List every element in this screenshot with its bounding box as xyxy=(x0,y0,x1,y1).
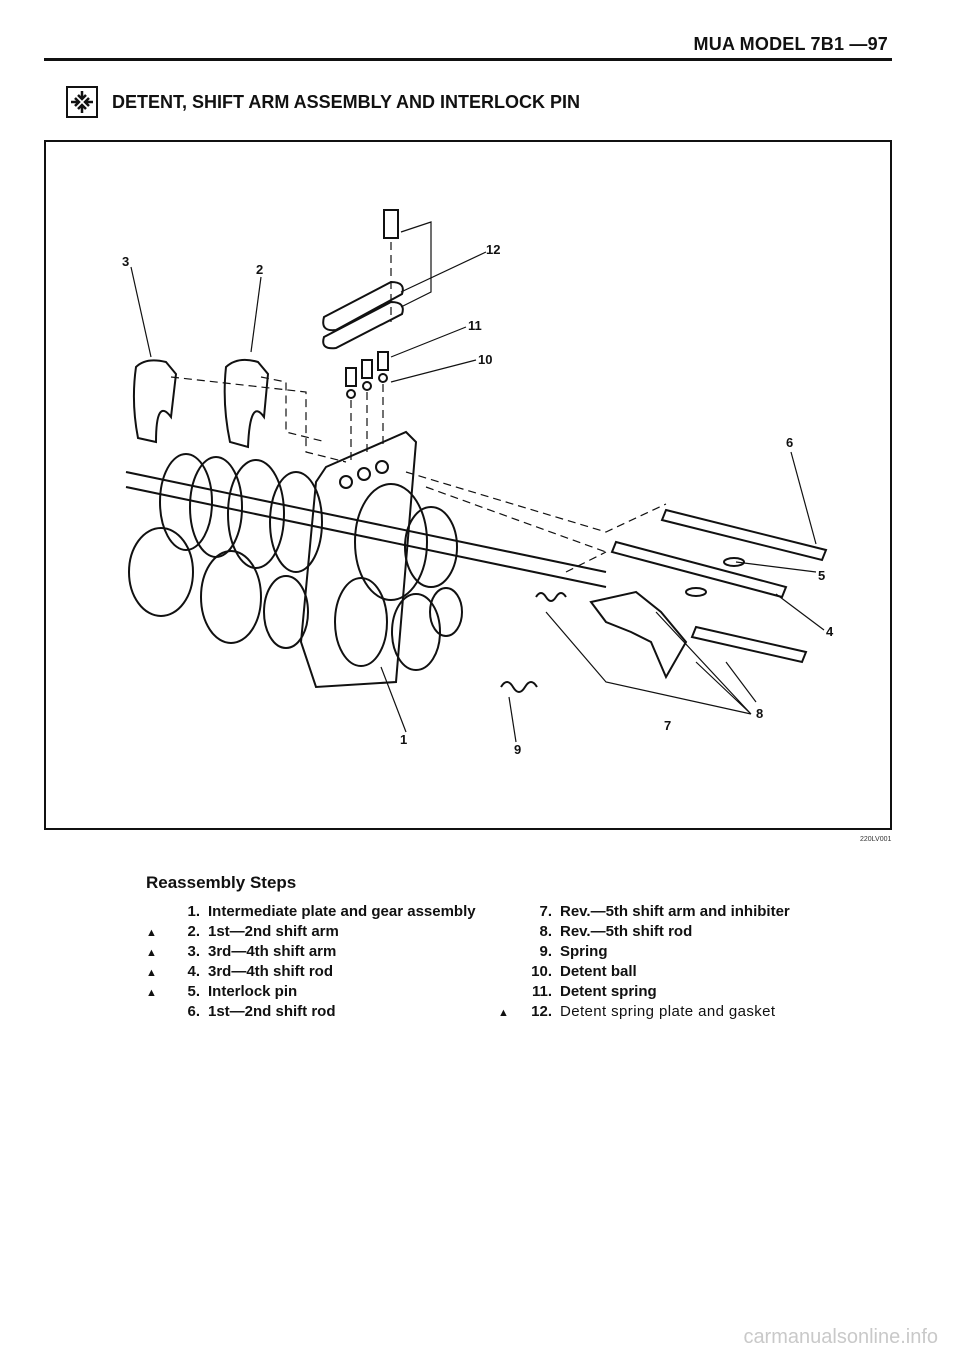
header-rule xyxy=(44,58,892,61)
step-item: 8. Rev.—5th shift rod xyxy=(498,922,790,942)
note-marker: ▲ xyxy=(146,967,157,979)
exploded-diagram: 3 2 12 11 10 6 5 4 8 7 9 1 xyxy=(44,140,892,830)
page-header: MUA MODEL 7B1 —97 xyxy=(693,34,888,54)
callout-6: 6 xyxy=(786,435,793,450)
step-label: Rev.—5th shift rod xyxy=(560,923,693,940)
shift-arm-7 xyxy=(589,590,688,680)
detent-spring-a xyxy=(345,367,357,387)
steps-title: Reassembly Steps xyxy=(146,873,297,892)
step-item: 11. Detent spring xyxy=(498,982,790,1002)
note-marker: ▲ xyxy=(146,947,157,959)
detent-ball-b xyxy=(362,381,372,391)
step-number: 11. xyxy=(531,983,552,1000)
step-label: Rev.—5th shift arm and inhibiter xyxy=(560,903,790,920)
step-label: Intermediate plate and gear assembly xyxy=(208,903,476,920)
step-item: 6. 1st—2nd shift rod xyxy=(146,1002,476,1022)
step-label: Spring xyxy=(560,943,608,960)
step-number: 6. xyxy=(187,1003,200,1020)
detent-ball-a xyxy=(346,389,356,399)
section-title: DETENT, SHIFT ARM ASSEMBLY AND INTERLOCK… xyxy=(112,92,581,112)
footer-watermark: carmanualsonline.info xyxy=(743,1326,938,1348)
step-label: Detent ball xyxy=(560,963,637,980)
interlock-pin-b xyxy=(685,587,707,597)
step-item: 10. Detent ball xyxy=(498,962,790,982)
shift-arm-2 xyxy=(223,358,270,449)
callout-4: 4 xyxy=(826,624,834,639)
callout-2: 2 xyxy=(256,262,263,277)
callout-5: 5 xyxy=(818,568,825,583)
arrows-disassembly-icon xyxy=(66,86,98,118)
callout-8: 8 xyxy=(756,706,763,721)
main-shaft xyxy=(125,471,607,588)
step-number: 7. xyxy=(539,903,552,920)
step-item: 9. Spring xyxy=(498,942,790,962)
callout-7: 7 xyxy=(664,718,671,733)
step-item: 1. Intermediate plate and gear assembly xyxy=(146,902,476,922)
bolt xyxy=(383,209,399,239)
step-number: 4. xyxy=(187,963,200,980)
interlock-pin-a xyxy=(723,557,745,567)
step-label: 1st—2nd shift arm xyxy=(208,923,339,940)
note-marker: ▲ xyxy=(498,1007,509,1019)
step-item: 7. Rev.—5th shift arm and inhibiter xyxy=(498,902,790,922)
figure-code: 220LV001 xyxy=(860,836,892,843)
step-label: Detent spring plate and gasket xyxy=(560,1003,776,1020)
callout-3: 3 xyxy=(122,254,129,269)
step-number: 5. xyxy=(187,983,200,1000)
diagram-drawing: 3 2 12 11 10 6 5 4 8 7 9 1 xyxy=(122,209,834,757)
shift-rod-4 xyxy=(610,540,788,599)
step-label: 1st—2nd shift rod xyxy=(208,1003,336,1020)
shift-rod-6 xyxy=(660,508,828,562)
note-marker: ▲ xyxy=(146,987,157,999)
detent-ball-c xyxy=(378,373,388,383)
intermediate-plate xyxy=(299,430,418,689)
step-item: ▲ 12. Detent spring plate and gasket xyxy=(498,1002,790,1022)
step-number: 3. xyxy=(187,943,200,960)
step-item: ▲ 2. 1st—2nd shift arm xyxy=(146,922,476,942)
callout-11: 11 xyxy=(468,318,482,333)
steps-left-column: 1. Intermediate plate and gear assembly ▲… xyxy=(146,902,476,1022)
steps-right-column: 7. Rev.—5th shift arm and inhibiter 8. Rev… xyxy=(498,902,790,1022)
step-item: ▲ 4. 3rd—4th shift rod xyxy=(146,962,476,982)
gear-cluster xyxy=(128,453,463,671)
step-label: Detent spring xyxy=(560,983,657,1000)
spring-shaft xyxy=(535,592,567,602)
step-item: ▲ 5. Interlock pin xyxy=(146,982,476,1002)
gasket xyxy=(322,300,404,350)
step-number: 10. xyxy=(531,963,552,980)
step-label: 3rd—4th shift rod xyxy=(208,963,334,980)
step-number: 2. xyxy=(187,923,200,940)
shift-arm-3 xyxy=(132,359,178,444)
detent-spring-b xyxy=(361,359,373,379)
step-item: ▲ 3. 3rd—4th shift arm xyxy=(146,942,476,962)
step-label: 3rd—4th shift arm xyxy=(208,943,337,960)
step-number: 8. xyxy=(539,923,552,940)
shift-rod-8 xyxy=(690,625,808,664)
note-marker: ▲ xyxy=(146,927,157,939)
spring-9 xyxy=(500,681,538,693)
step-number: 1. xyxy=(187,903,200,920)
callout-9: 9 xyxy=(514,742,521,757)
detent-plate-12 xyxy=(322,280,404,332)
detent-spring-c xyxy=(377,351,389,371)
callout-10: 10 xyxy=(478,352,492,367)
callout-12: 12 xyxy=(486,242,500,257)
callout-1: 1 xyxy=(400,732,407,747)
step-number: 12. xyxy=(531,1003,552,1020)
step-label: Interlock pin xyxy=(208,983,298,1000)
step-number: 9. xyxy=(539,943,552,960)
